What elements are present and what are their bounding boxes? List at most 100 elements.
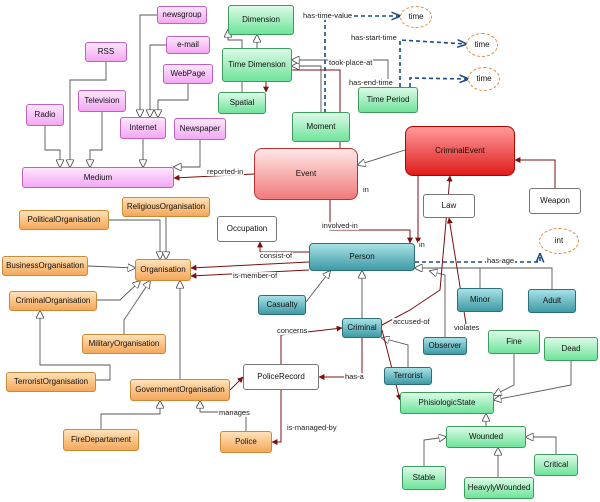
node-government-organisation[interactable]: GovernmentOrganisation	[130, 379, 230, 401]
edge-event-person	[329, 200, 413, 244]
node-time-1[interactable]: time	[400, 6, 432, 28]
node-time-period[interactable]: Time Period	[358, 87, 418, 113]
edge-criminalevent-event	[358, 149, 406, 165]
edge-moment-timedimension	[292, 66, 322, 112]
node-wounded[interactable]: Wounded	[446, 426, 526, 448]
node-email[interactable]: e-mail	[166, 36, 210, 54]
node-webpage[interactable]: WebPage	[163, 64, 213, 84]
label-has-time-value: has-time-value	[302, 11, 354, 20]
edge-television-medium	[90, 112, 103, 167]
edge-email-internet	[150, 44, 166, 117]
node-organisation[interactable]: Organisation	[135, 259, 191, 281]
edge-newspaper-medium	[174, 140, 201, 167]
label-has-age: has-age	[486, 256, 516, 265]
node-moment[interactable]: Moment	[292, 112, 350, 142]
edge-critical-wounded	[526, 437, 557, 454]
label-reported-in: reported-in	[206, 167, 245, 176]
node-dimension[interactable]: Dimension	[228, 5, 294, 35]
label-has-start-time: has-start-time	[350, 33, 398, 42]
node-criminal[interactable]: Criminal	[342, 318, 382, 338]
edge-has-start-time	[399, 40, 466, 87]
node-terrorist[interactable]: Terrorist	[384, 367, 432, 385]
node-rss[interactable]: RSS	[85, 42, 127, 62]
label-took-place-at: took-place-at	[328, 58, 374, 67]
edge-fine-physiologic	[494, 354, 515, 395]
edge-violates	[446, 217, 468, 331]
edge-stable-wounded	[423, 437, 446, 466]
node-radio[interactable]: Radio	[26, 104, 64, 126]
node-television[interactable]: Television	[78, 90, 126, 112]
node-time-3[interactable]: time	[468, 67, 500, 91]
node-weapon[interactable]: Weapon	[529, 188, 581, 214]
edge-concerns	[280, 325, 343, 364]
node-internet[interactable]: Internet	[120, 117, 166, 139]
node-event[interactable]: Event	[254, 148, 358, 200]
node-observer[interactable]: Observer	[423, 337, 467, 355]
edge-has-age	[415, 254, 540, 263]
node-criminal-organisation[interactable]: CriminalOrganisation	[9, 291, 97, 311]
edge-dead-physiologic	[494, 361, 572, 400]
node-stable[interactable]: Stable	[402, 466, 446, 490]
edge-radio-medium	[44, 126, 60, 167]
node-person[interactable]: Person	[309, 243, 415, 271]
node-military-organisation[interactable]: MilitaryOrganisation	[82, 334, 166, 354]
edge-political-organisation	[109, 219, 160, 259]
edge-accused-of	[381, 175, 453, 326]
node-fire-department[interactable]: FireDepartament	[63, 429, 139, 451]
node-religious-organisation[interactable]: ReligiousOrganisation	[122, 197, 210, 217]
label-concerns: concerns	[276, 326, 309, 335]
edge-rss-medium	[70, 62, 107, 167]
node-time-2[interactable]: time	[466, 33, 498, 57]
node-dead[interactable]: Dead	[544, 337, 598, 361]
label-is-member-of: is-member-of	[232, 271, 279, 280]
label-accused-of: accused-of	[392, 317, 431, 326]
edge-webpage-internet	[158, 84, 189, 117]
edge-business-organisation	[87, 266, 135, 268]
edge-military-organisation	[123, 281, 150, 334]
edge-has-time-value	[324, 16, 400, 127]
label-consist-of: consist-of	[259, 251, 294, 260]
node-physiologic-state[interactable]: PhisiologicState	[400, 392, 494, 414]
edge-minor-person	[415, 268, 481, 288]
edge-is-managed-by	[271, 390, 282, 445]
edge-observer-person	[430, 271, 446, 337]
label-manages: manages	[218, 408, 251, 417]
edge-adult-person	[415, 268, 553, 289]
node-casualty[interactable]: Casualty	[258, 295, 306, 315]
node-int[interactable]: int	[539, 228, 579, 254]
edge-casualty-person	[305, 271, 330, 303]
edge-fire-department	[100, 401, 160, 429]
node-political-organisation[interactable]: PoliticalOrganisation	[19, 210, 109, 230]
edge-criminal-organisation	[97, 281, 140, 301]
node-spatial[interactable]: Spatial	[218, 92, 266, 114]
edge-criminal-physiologic	[381, 329, 402, 401]
edge-newsgroup-internet	[140, 14, 157, 117]
node-time-dimension[interactable]: Time Dimension	[222, 48, 292, 82]
label-involved-in: involved-in	[321, 221, 359, 230]
node-business-organisation[interactable]: BusinessOrganisation	[2, 256, 88, 276]
node-critical[interactable]: Critical	[534, 454, 578, 476]
label-in-1: in	[362, 185, 370, 194]
node-heavily-wounded[interactable]: HeavylyWounded	[464, 477, 534, 499]
edge-person-organisation	[190, 261, 310, 271]
node-occupation[interactable]: Occupation	[217, 216, 277, 242]
node-adult[interactable]: Adult	[528, 289, 576, 313]
edge-weapon-criminalevent	[514, 157, 556, 188]
node-police-record[interactable]: PoliceRecord	[243, 364, 319, 390]
edge-timeperiod-timedimension	[292, 60, 389, 87]
node-terrorist-organisation[interactable]: TerroristOrganisation	[6, 372, 96, 392]
node-police[interactable]: Police	[220, 431, 272, 453]
node-law[interactable]: Law	[423, 194, 475, 218]
label-in-2: in	[418, 240, 426, 249]
node-medium[interactable]: Medium	[22, 167, 174, 188]
node-fine[interactable]: Fine	[488, 330, 540, 354]
node-newspaper[interactable]: Newspaper	[174, 118, 226, 140]
edge-has-end-time	[409, 78, 468, 87]
node-criminal-event[interactable]: CriminalEvent	[405, 126, 515, 176]
node-newsgroup[interactable]: newsgroup	[157, 6, 207, 24]
label-is-managed-by: is-managed-by	[286, 423, 338, 432]
edge-terrorist-criminal	[382, 338, 409, 367]
node-minor[interactable]: Minor	[457, 288, 503, 312]
